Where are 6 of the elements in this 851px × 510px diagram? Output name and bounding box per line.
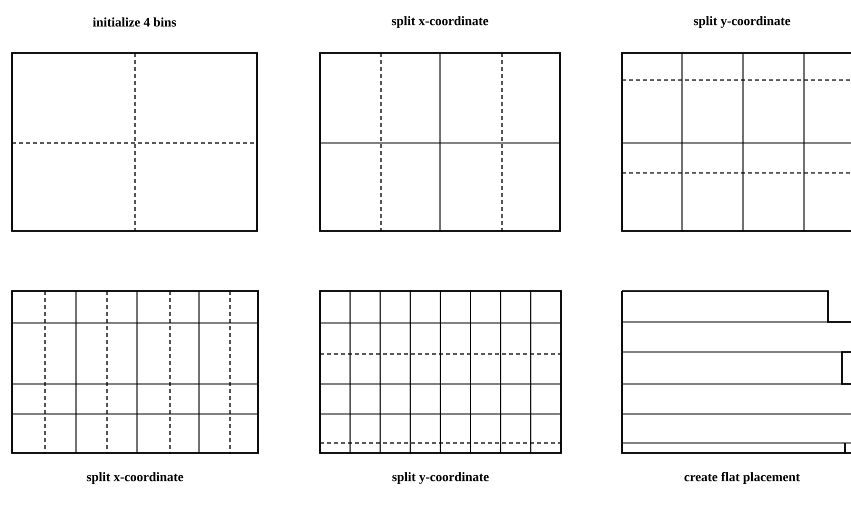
panel-heading: initialize 4 bins — [92, 17, 176, 27]
panel-heading: split x-coordinate — [392, 16, 488, 28]
panel-heading: split y-coordinate — [694, 16, 790, 28]
panel-heading: split y-coordinate — [392, 472, 489, 484]
panel-heading: create flat placement — [684, 472, 800, 484]
panel-heading: split x-coordinate — [86, 472, 184, 484]
